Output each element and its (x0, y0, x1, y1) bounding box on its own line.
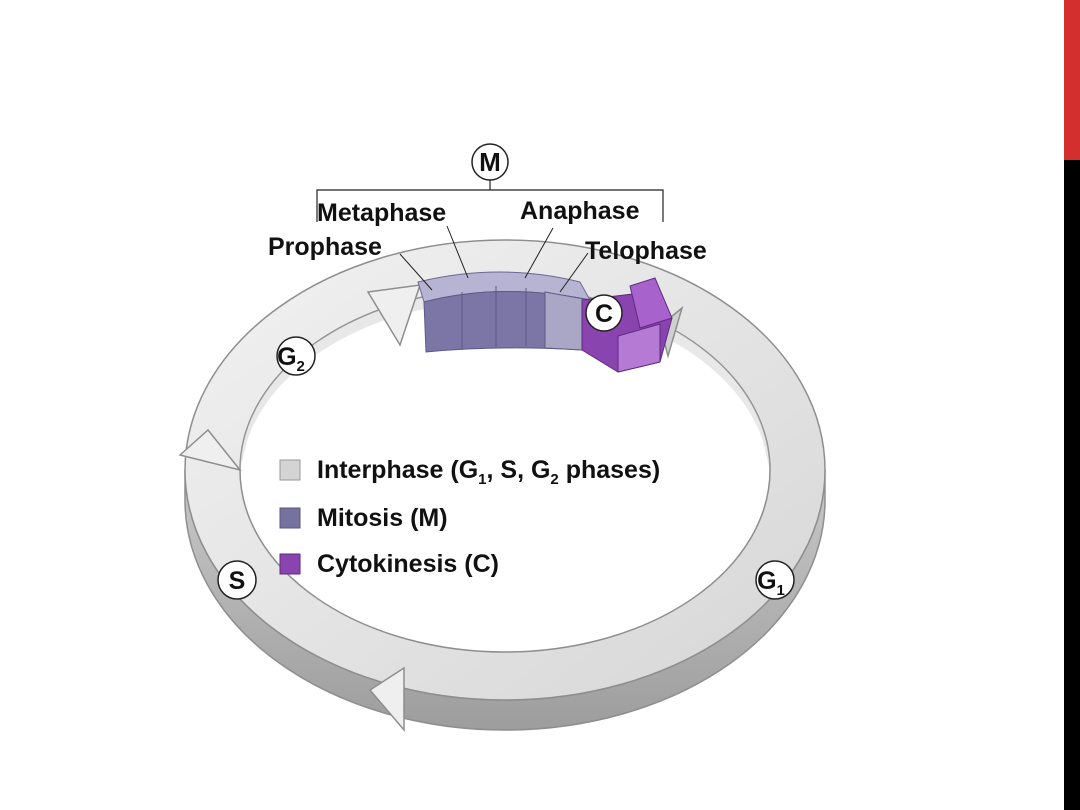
g1-label: G1 (757, 567, 785, 599)
slide-accent-bar-red (1064, 0, 1080, 160)
cycle-ring (184, 239, 826, 731)
mitosis-stage-labels: Metaphase Anaphase Prophase Telophase (268, 197, 707, 293)
cytokinesis-marker: C (585, 294, 623, 332)
m-phase-label: M (479, 147, 501, 177)
telophase-pointer (559, 252, 589, 293)
telophase-label: Telophase (585, 237, 707, 265)
arrowhead-s-to-g2 (178, 428, 242, 472)
ring-arrowheads (178, 284, 684, 733)
m-phase-circle (471, 143, 509, 181)
g2-label: G2 (277, 343, 305, 375)
legend-label-mitosis: Mitosis (M) (317, 504, 448, 532)
g1-circle (755, 560, 795, 600)
slide-accent-bar-black (1064, 160, 1080, 810)
s-label: S (229, 567, 246, 595)
legend: Interphase (G1, S, G2 phases) Mitosis (M… (279, 456, 660, 578)
g2-subscript: 2 (297, 358, 305, 375)
s-circle (217, 560, 257, 600)
metaphase-label: Metaphase (317, 199, 446, 227)
arrowhead-g1-to-s (368, 666, 405, 733)
legend-label-interphase: Interphase (G1, S, G2 phases) (317, 456, 660, 488)
mitosis-bracket: M (316, 143, 664, 222)
legend-label-cytokinesis: Cytokinesis (C) (317, 550, 499, 578)
s-marker: S (217, 560, 257, 600)
c-phase-label: C (595, 300, 613, 328)
g2-marker: G2 (276, 336, 316, 376)
arrowhead-g2-to-m (366, 284, 422, 347)
cytokinesis-arrow-top (629, 277, 673, 329)
mitosis-block (417, 271, 591, 353)
ring-top-face (184, 239, 826, 701)
anaphase-label: Anaphase (520, 197, 640, 225)
anaphase-pointer (524, 227, 554, 279)
metaphase-pointer (446, 225, 469, 279)
cytokinesis-side (617, 323, 661, 373)
g1-subscript: 1 (777, 582, 785, 599)
g2-circle (276, 336, 316, 376)
g1-marker: G1 (755, 560, 795, 600)
legend-swatch-mitosis (279, 507, 301, 529)
prophase-label: Prophase (268, 233, 382, 261)
legend-swatch-cytokinesis (279, 553, 301, 575)
legend-swatch-interphase (279, 459, 301, 481)
c-phase-circle (585, 294, 623, 332)
prophase-pointer (399, 253, 433, 291)
